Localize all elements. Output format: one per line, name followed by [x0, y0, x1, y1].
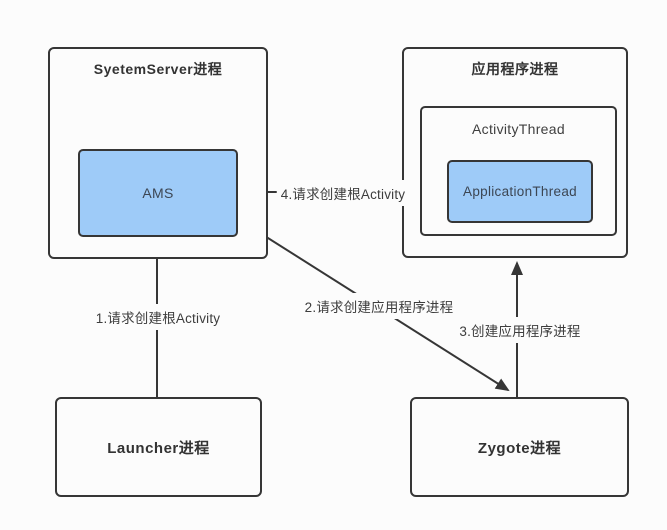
activitythread-title: ActivityThread [472, 121, 565, 137]
app-process-title: 应用程序进程 [471, 61, 559, 77]
ams-node: AMS [78, 149, 238, 237]
launcher-process-box: Launcher进程 [55, 397, 262, 497]
arrow-step3-label: 3.创建应用程序进程 [455, 317, 585, 343]
arrow-step4-label: 4.请求创建根Activity [276, 180, 410, 206]
arrow-step1-label: 1.请求创建根Activity [91, 304, 225, 330]
applicationthread-node: ApplicationThread [447, 160, 593, 223]
arrow-step2-label: 2.请求创建应用程序进程 [300, 293, 458, 319]
zygote-process-box: Zygote进程 [410, 397, 629, 497]
systemserver-process-title: SyetemServer进程 [93, 61, 223, 77]
